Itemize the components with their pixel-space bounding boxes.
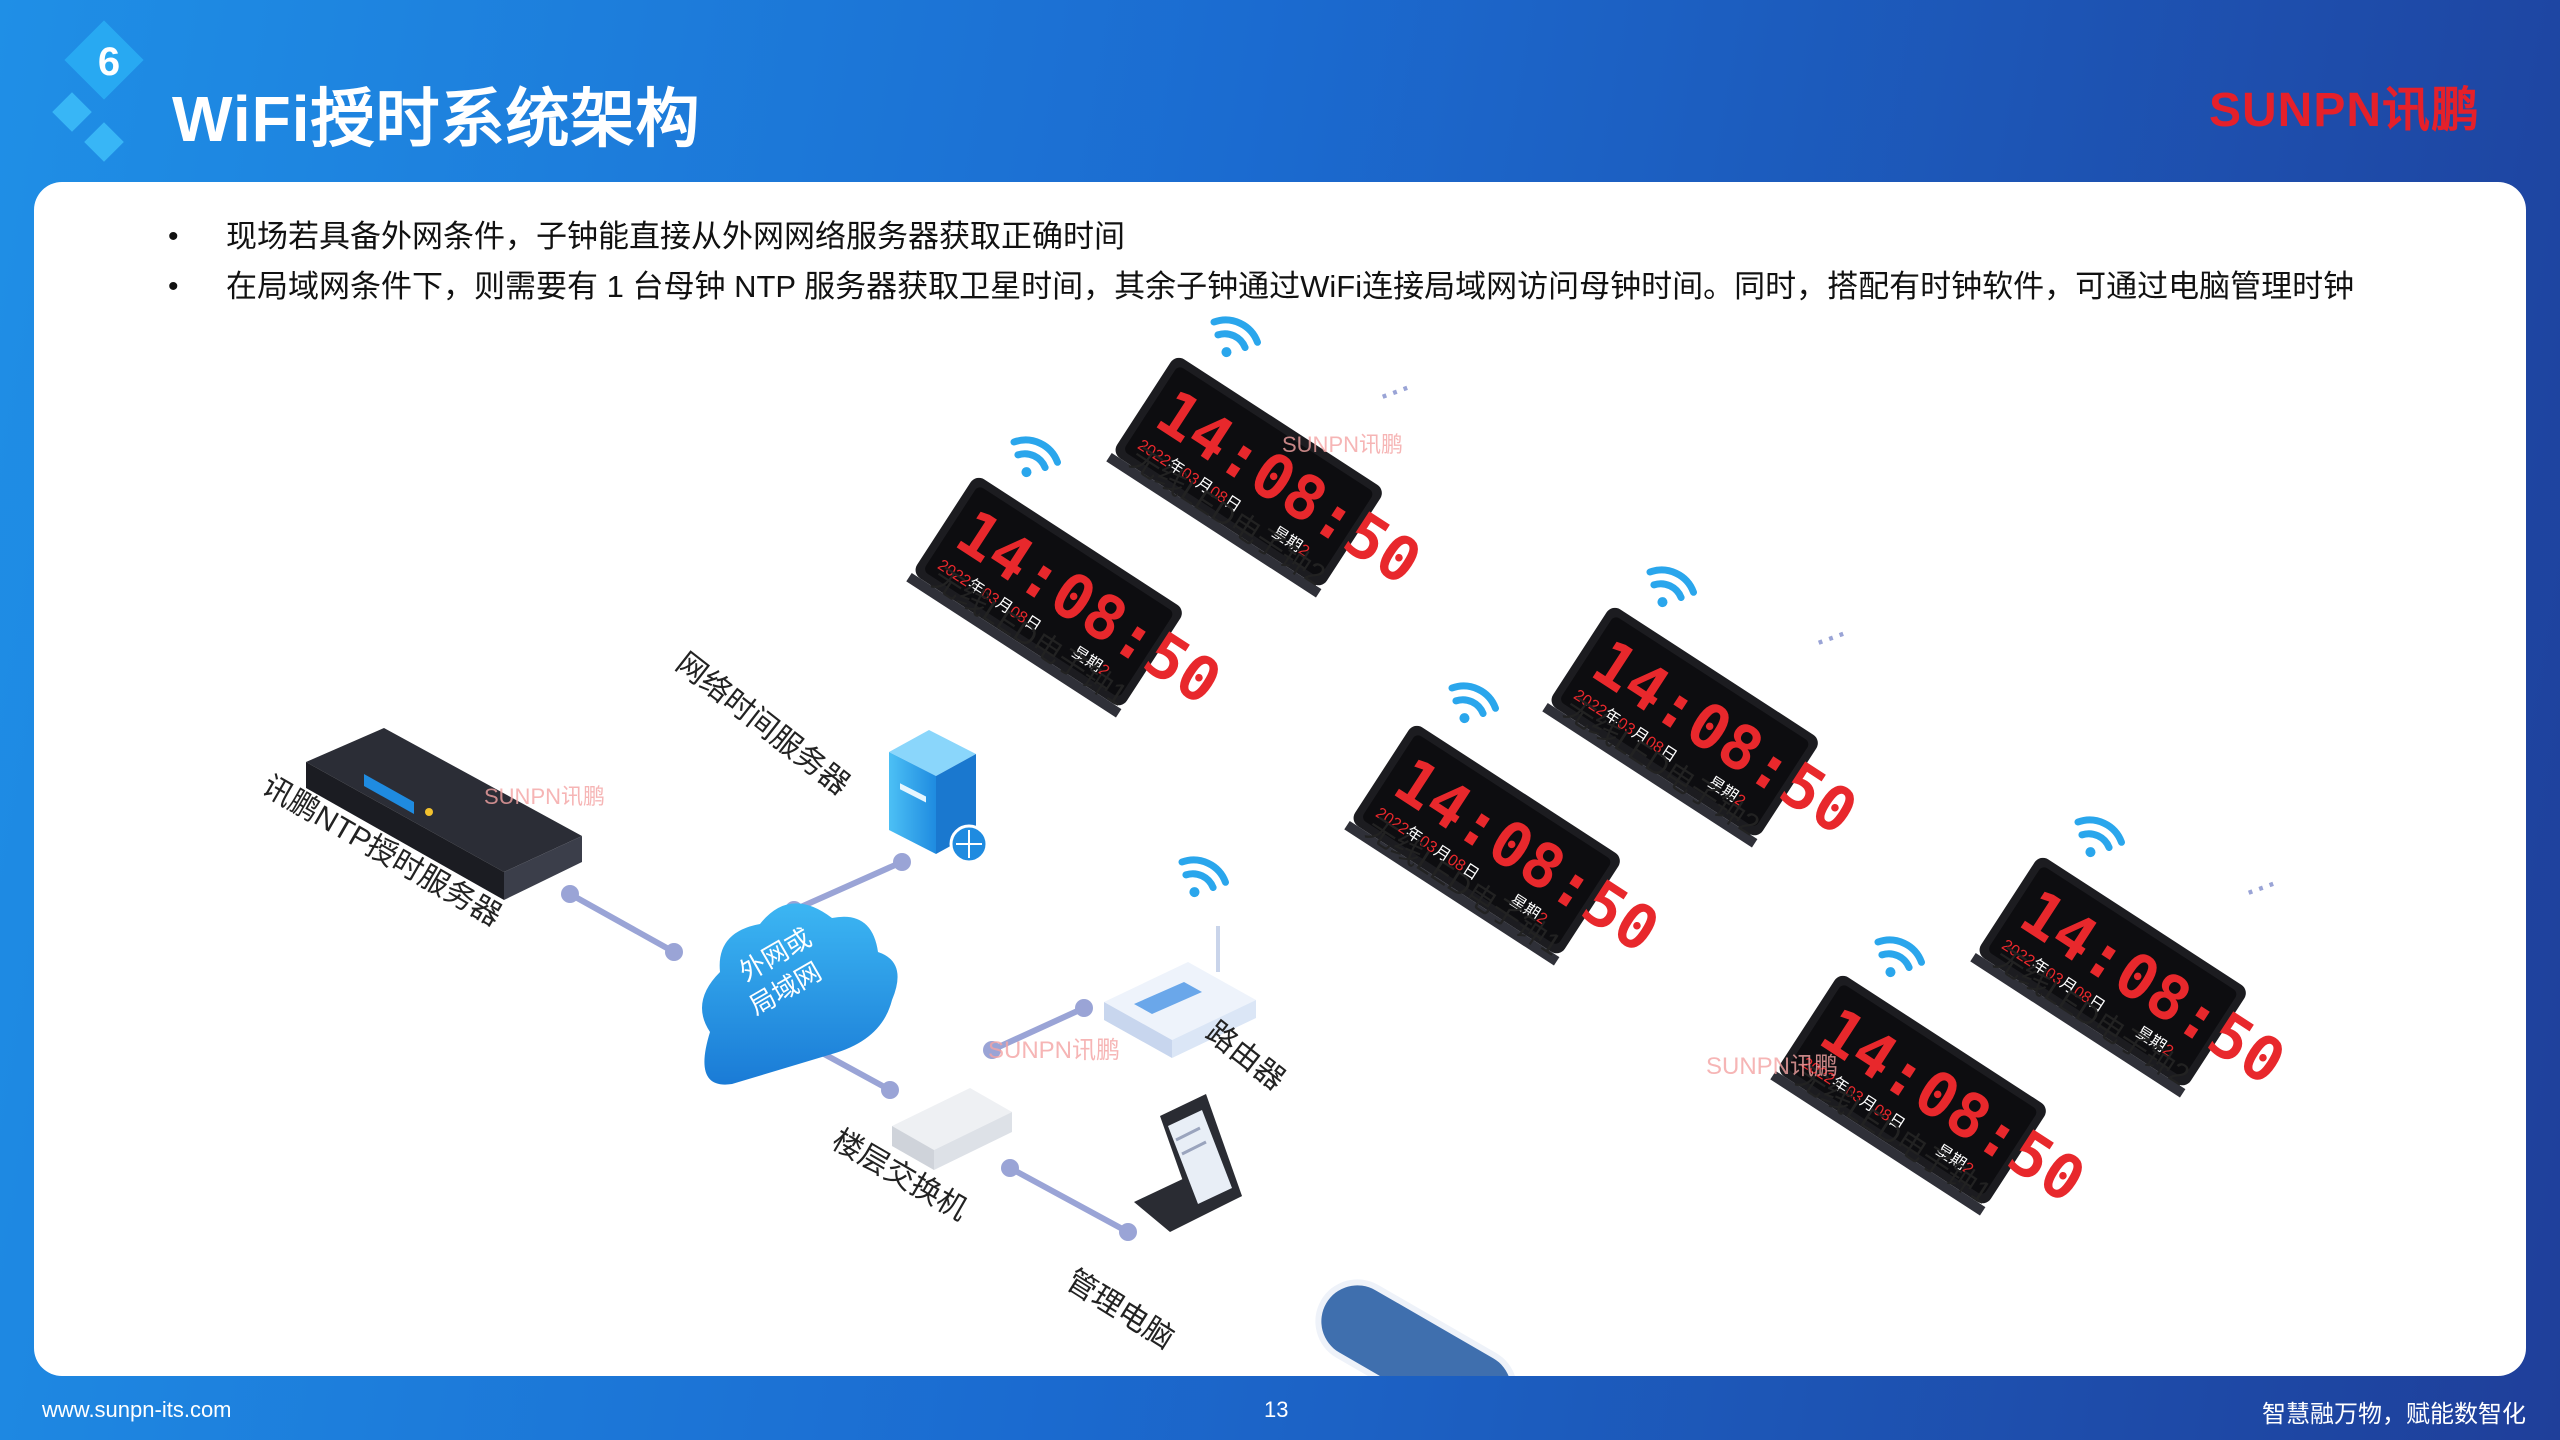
clock-edge: [1106, 452, 1322, 598]
clock-edge: [906, 572, 1122, 718]
line-switch-router: [989, 1005, 1087, 1053]
bullet-list: 现场若具备外网条件，子钟能直接从外网网络服务器获取正确时间 在局域网条件下，则需…: [168, 212, 2514, 312]
clock-face: [1363, 735, 1611, 944]
architecture-diagram: 讯鹏NTP授时服务器 SUNPN讯鹏 网络时间服务器 外网或 局域网 路由器: [257, 316, 2298, 1376]
footer-page-number: 13: [1264, 1397, 1289, 1422]
router-label: 路由器: [1200, 1016, 1291, 1097]
brand-logo: SUNPN讯鹏: [2208, 84, 2480, 137]
ellipsis-3: ...: [2234, 852, 2280, 905]
wifi-timing-badge: [1315, 1279, 1518, 1376]
clock-face: [1125, 367, 1373, 576]
ellipsis-1: ...: [1368, 356, 1414, 409]
clock-date: 2022年03月08日: [934, 556, 1044, 636]
clock-edge: [1770, 1070, 1986, 1216]
clock-face: [925, 487, 1173, 696]
network-time-server-icon: [889, 730, 989, 864]
router-wifi-icon: [1171, 853, 1230, 907]
small-diamond-bottom: [84, 122, 124, 162]
clock-date: 2022年03月08日: [1372, 804, 1482, 884]
section-number: 6: [97, 40, 121, 84]
clock-face: [1989, 867, 2237, 1076]
management-pc-label: 管理电脑: [1060, 1264, 1179, 1356]
clock-edge: [1970, 952, 2186, 1098]
ellipsis-2: ...: [1804, 602, 1850, 655]
clock-face: [1789, 985, 2037, 1194]
wifi-icon: [1210, 316, 1262, 358]
connector-dots: [561, 853, 1137, 1241]
watermark-1: SUNPN讯鹏: [484, 784, 605, 809]
line-cloud-server: [791, 859, 905, 913]
clock-edge: [1344, 820, 1560, 966]
line-ntp-cloud: [567, 891, 677, 955]
watermark-2: SUNPN讯鹏: [988, 1037, 1120, 1064]
footer-website: www.sunpn-its.com: [42, 1397, 232, 1422]
wifi-icon: [1010, 436, 1062, 478]
bullet-item-1: 现场若具备外网条件，子钟能直接从外网网络服务器获取正确时间: [168, 212, 2514, 262]
watermark-4: SUNPN讯鹏: [1706, 1053, 1838, 1080]
ntp-server-icon: [306, 728, 582, 900]
clock-face: [1561, 617, 1809, 826]
floor-switch-icon: [892, 1088, 1012, 1170]
network-cloud-icon: [702, 903, 898, 1085]
clocks-layer: 14:08:502022年03月08日星期2无线LED电子钟114:08:502…: [906, 316, 2298, 1217]
management-pc-icon: [1134, 1094, 1242, 1232]
watermark-3: SUNPN讯鹏: [1282, 432, 1403, 457]
small-diamond-left: [52, 92, 92, 132]
wifi-icon: [1448, 682, 1500, 724]
wifi-icon: [1646, 566, 1698, 608]
footer-slogan: 智慧融万物，赋能数智化: [2262, 1401, 2526, 1428]
clock-edge: [1542, 702, 1758, 848]
page-title: WiFi授时系统架构: [172, 83, 701, 155]
line-switch-pc: [1007, 1165, 1131, 1235]
content-panel: 现场若具备外网条件，子钟能直接从外网网络服务器获取正确时间 在局域网条件下，则需…: [34, 182, 2526, 1376]
bullet-item-2: 在局域网条件下，则需要有 1 台母钟 NTP 服务器获取卫星时间，其余子钟通过W…: [168, 262, 2514, 312]
wifi-icon: [2074, 816, 2126, 858]
wifi-icon: [1874, 936, 1926, 978]
network-time-server-label: 网络时间服务器: [670, 647, 856, 802]
router-icon: [1104, 926, 1256, 1058]
